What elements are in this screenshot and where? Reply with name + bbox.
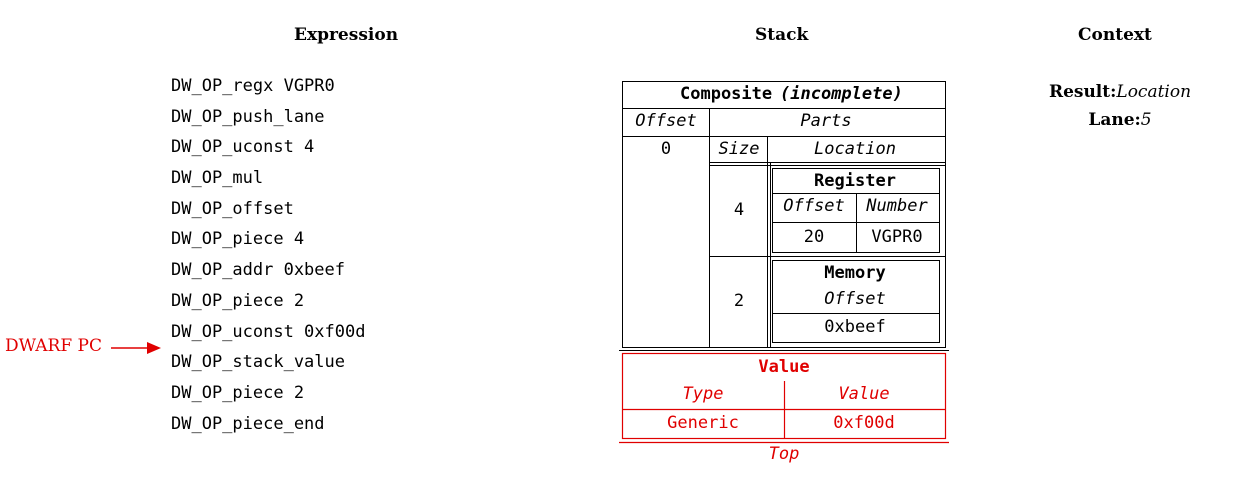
expression-op: DW_OP_push_lane bbox=[171, 106, 325, 127]
register-offset-value: 20 bbox=[804, 227, 824, 247]
result-value: Location bbox=[1116, 82, 1192, 102]
composite-parts-header: Parts bbox=[800, 111, 851, 131]
expression-op: DW_OP_addr 0xbeef bbox=[171, 260, 345, 281]
expression-op: DW_OP_piece_end bbox=[171, 413, 325, 434]
lane-label: Lane: bbox=[1088, 110, 1141, 130]
composite-title: Composite bbox=[680, 84, 772, 104]
expression-op: DW_OP_uconst 0xf00d bbox=[171, 321, 366, 342]
composite-size-header: Size bbox=[719, 139, 760, 159]
memory-title: Memory bbox=[824, 263, 885, 283]
composite-offset-value: 0 bbox=[661, 139, 671, 159]
context-header: Context bbox=[1078, 25, 1152, 45]
value-title: Value bbox=[758, 357, 809, 377]
pc-arrow-icon bbox=[111, 342, 161, 354]
expression-list: DW_OP_regx VGPR0 DW_OP_push_lane DW_OP_u… bbox=[171, 74, 365, 442]
register-number-value: VGPR0 bbox=[871, 227, 922, 247]
value-type: Generic bbox=[667, 413, 739, 433]
expression-op: DW_OP_piece 2 bbox=[171, 290, 305, 311]
composite-note: (incomplete) bbox=[780, 84, 903, 104]
expression-op: DW_OP_uconst 4 bbox=[171, 137, 315, 158]
value-value: 0xf00d bbox=[833, 413, 894, 433]
value-box bbox=[621, 352, 947, 440]
memory-offset-header: Offset bbox=[824, 289, 885, 309]
value-type-header: Type bbox=[683, 384, 724, 404]
memory-offset-value: 0xbeef bbox=[824, 317, 885, 337]
expression-op-current: DW_OP_stack_value bbox=[171, 352, 345, 373]
register-offset-header: Offset bbox=[783, 196, 844, 216]
expression-op: DW_OP_mul bbox=[171, 168, 264, 189]
composite-location-header: Location bbox=[814, 139, 896, 159]
expression-op: DW_OP_offset bbox=[171, 198, 294, 219]
composite-box bbox=[622, 81, 946, 348]
part-size: 2 bbox=[734, 291, 744, 311]
lane-value: 5 bbox=[1140, 110, 1152, 130]
composite-offset-header: Offset bbox=[635, 111, 696, 131]
expression-header: Expression bbox=[294, 25, 399, 45]
stack-header: Stack bbox=[755, 25, 809, 45]
context-result: Result:Location bbox=[1040, 78, 1200, 106]
context-panel: Result:Location Lane:5 bbox=[1040, 78, 1200, 134]
context-lane: Lane:5 bbox=[1040, 106, 1200, 134]
register-number-header: Number bbox=[865, 196, 928, 216]
top-label: Top bbox=[769, 444, 800, 464]
expression-op: DW_OP_piece 2 bbox=[171, 382, 305, 403]
part-size: 4 bbox=[734, 200, 744, 220]
register-title: Register bbox=[814, 171, 896, 191]
result-label: Result: bbox=[1048, 82, 1117, 102]
expression-op: DW_OP_regx VGPR0 bbox=[171, 76, 335, 96]
value-value-header: Value bbox=[838, 384, 889, 404]
expression-op: DW_OP_piece 4 bbox=[171, 229, 305, 250]
dwarf-pc-label: DWARF PC bbox=[5, 336, 102, 356]
